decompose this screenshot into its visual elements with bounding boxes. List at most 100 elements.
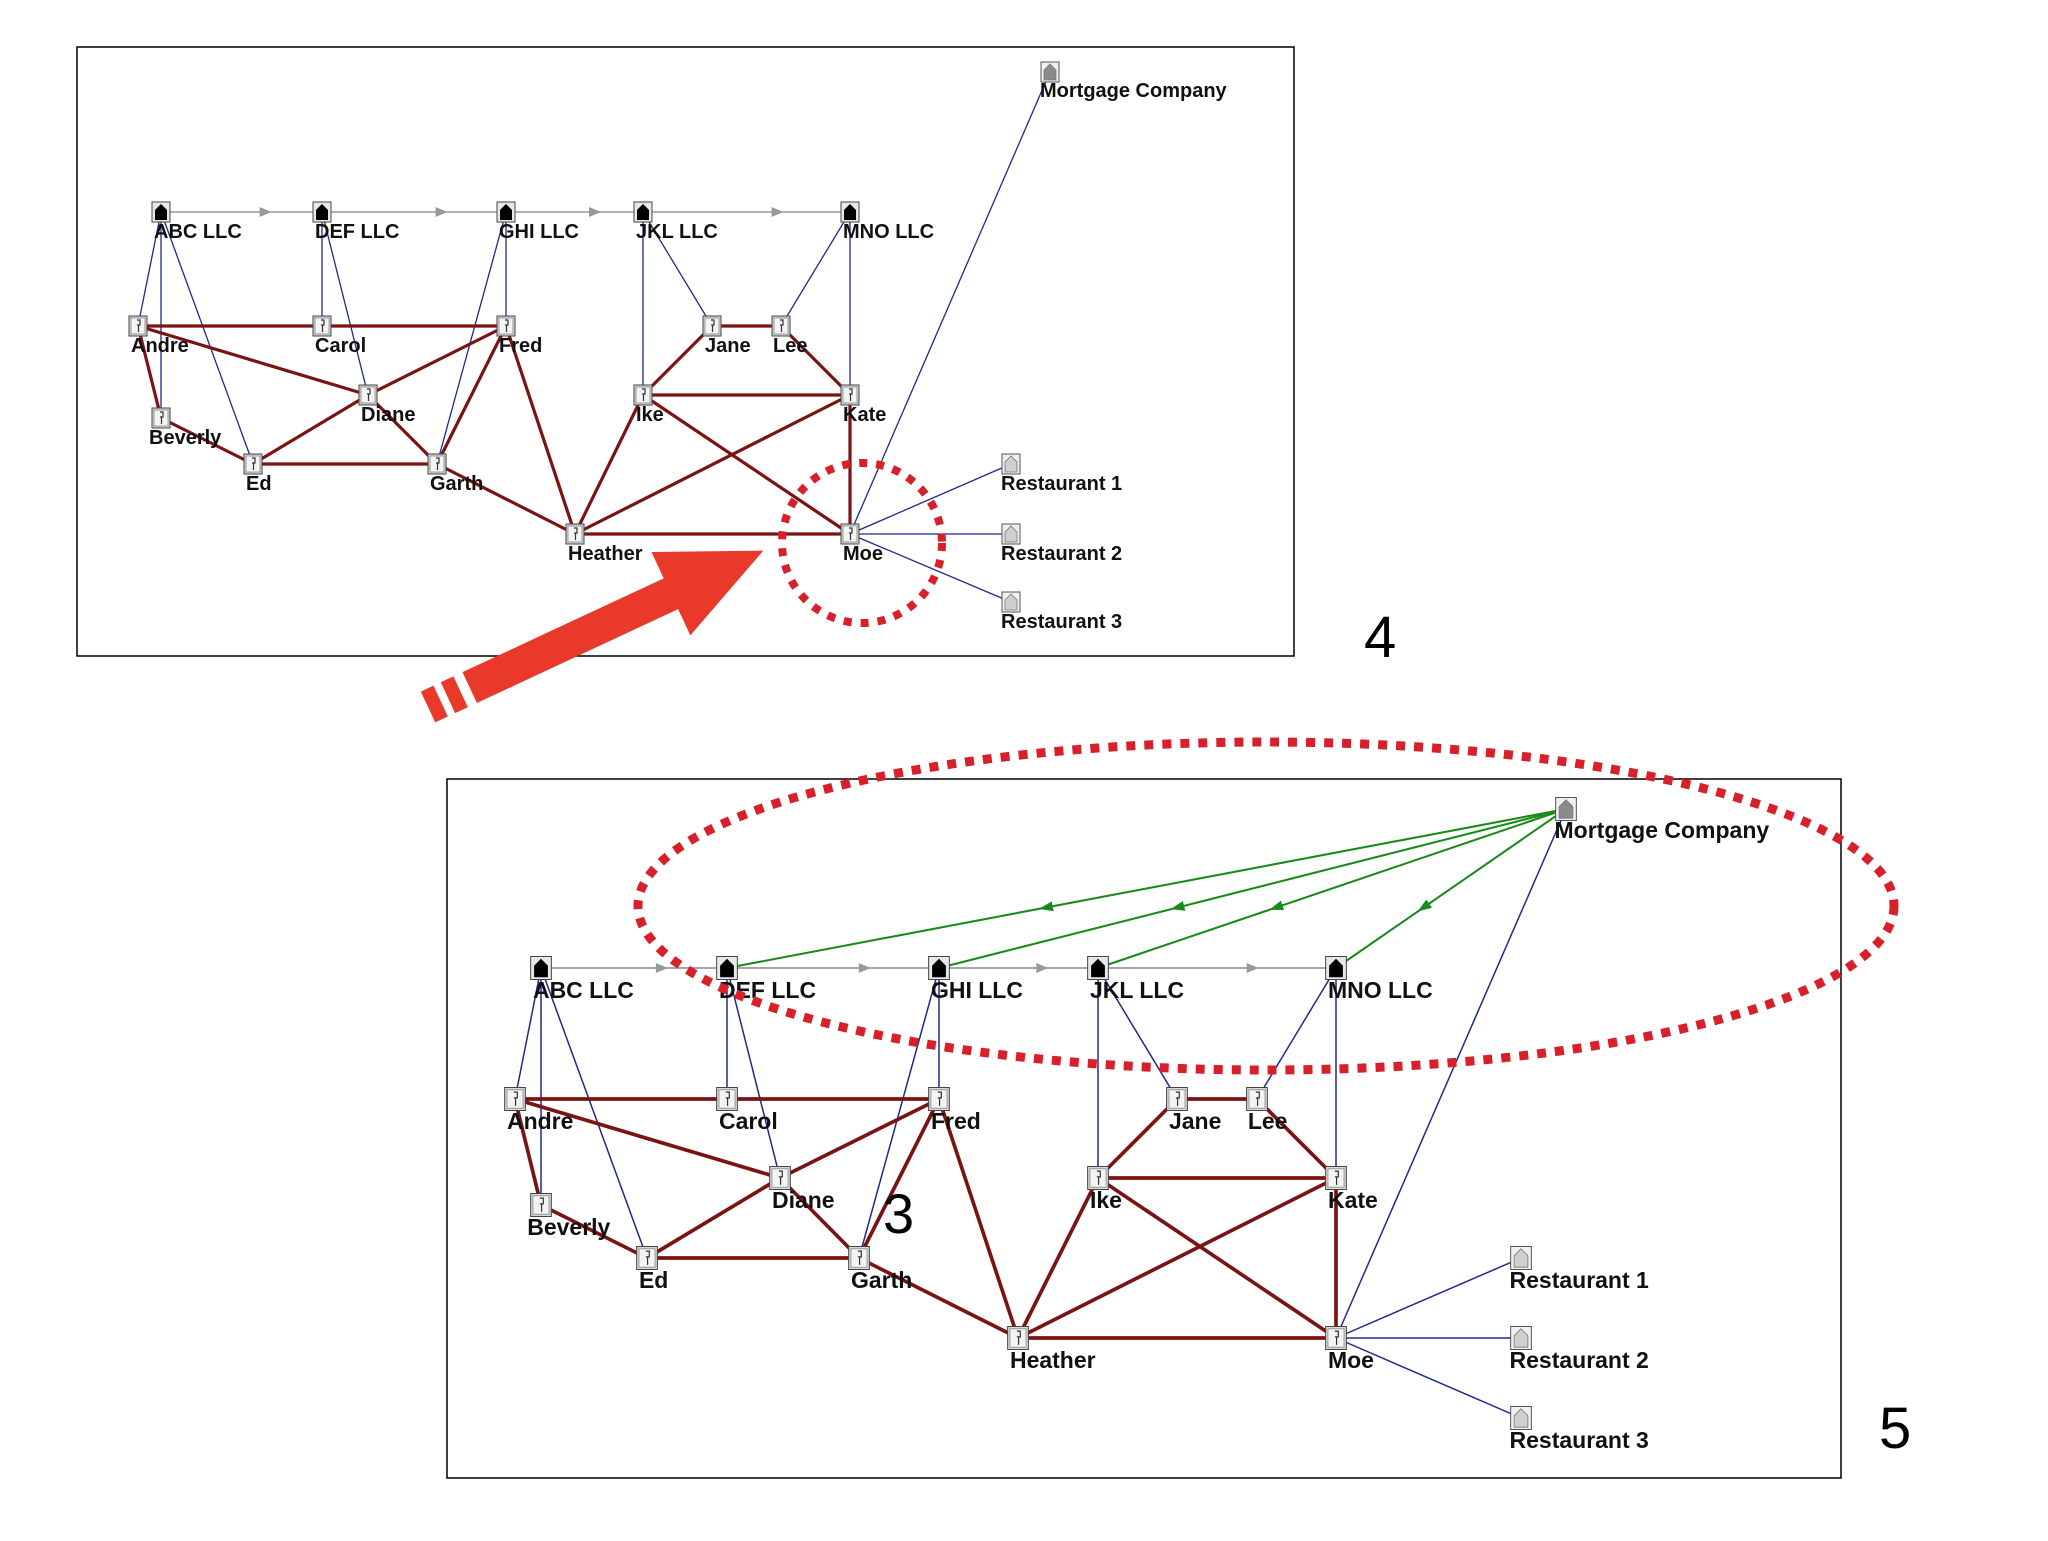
node-mortgage[interactable]: Mortgage Company <box>1040 61 1228 102</box>
node-lee[interactable]: Lee <box>1246 1087 1288 1134</box>
ownership-chain-arrow <box>259 207 272 217</box>
nodes: ABC LLC DEF LLC GHI LLC JKL LLC MNO LLC Andre… <box>128 61 1228 633</box>
node-diane[interactable]: Diane <box>769 1166 835 1213</box>
node-label: Diane <box>772 1187 835 1213</box>
person-icon <box>160 411 164 424</box>
ownership-chain-arrow <box>435 207 448 217</box>
affiliation-edge <box>321 211 369 396</box>
node-label: MNO LLC <box>843 221 934 243</box>
company-building-icon <box>720 958 734 978</box>
node-label: Ike <box>1090 1187 1122 1213</box>
node-r1[interactable]: Restaurant 1 <box>1001 453 1122 495</box>
node-r2[interactable]: Restaurant 2 <box>1001 523 1122 565</box>
node-carol[interactable]: Carol <box>312 315 366 357</box>
person-icon <box>849 527 853 540</box>
node-ghi[interactable]: GHI LLC <box>496 201 579 243</box>
node-jane[interactable]: Jane <box>1166 1087 1222 1134</box>
node-label: Restaurant 3 <box>1001 611 1122 633</box>
ownership-chain-arrow <box>655 963 668 973</box>
mortgage-edge-arrow <box>1269 900 1285 911</box>
node-beverly[interactable]: Beverly <box>149 407 222 449</box>
node-label: Restaurant 1 <box>1001 473 1122 495</box>
person-icon <box>367 388 371 401</box>
node-andre[interactable]: Andre <box>128 315 189 357</box>
node-andre[interactable]: Andre <box>504 1087 574 1134</box>
node-kate[interactable]: Kate <box>1325 1166 1378 1213</box>
affiliation-edge <box>1256 967 1337 1100</box>
node-r3[interactable]: Restaurant 3 <box>1510 1406 1649 1453</box>
person-icon <box>937 1091 942 1106</box>
mortgage-edge-arrow <box>1170 901 1186 911</box>
node-r1[interactable]: Restaurant 1 <box>1510 1246 1650 1293</box>
company-building-icon <box>1329 958 1343 978</box>
person-icon <box>1016 1330 1021 1345</box>
node-moe[interactable]: Moe <box>840 523 883 565</box>
affiliation-edge <box>642 211 713 327</box>
node-label: Ed <box>639 1267 668 1293</box>
node-jkl[interactable]: JKL LLC <box>1087 956 1184 1003</box>
node-label: ABC LLC <box>154 221 242 243</box>
business-icon <box>1004 593 1018 611</box>
node-abc[interactable]: ABC LLC <box>151 201 242 243</box>
node-jkl[interactable]: JKL LLC <box>633 201 718 243</box>
node-heather[interactable]: Heather <box>1007 1326 1096 1373</box>
node-ed[interactable]: Ed <box>636 1246 669 1293</box>
relationship-edge <box>642 393 851 536</box>
node-label: Heather <box>568 543 643 565</box>
network-panel-after: ABC LLC DEF LLC GHI LLC JKL LLC MNO LLC Andre… <box>446 778 1842 1479</box>
business-icon <box>1513 1328 1529 1348</box>
relationship-edge <box>136 325 163 419</box>
node-r3[interactable]: Restaurant 3 <box>1001 591 1122 633</box>
node-lee[interactable]: Lee <box>771 315 807 357</box>
person-icon <box>857 1250 862 1265</box>
node-carol[interactable]: Carol <box>716 1087 778 1134</box>
person-icon <box>1334 1170 1339 1185</box>
node-ed[interactable]: Ed <box>243 453 272 495</box>
node-garth[interactable]: Garth <box>848 1246 913 1293</box>
node-def[interactable]: DEF LLC <box>716 956 816 1003</box>
node-mno[interactable]: MNO LLC <box>840 201 934 243</box>
node-jane[interactable]: Jane <box>702 315 751 357</box>
node-label: Restaurant 2 <box>1001 543 1122 565</box>
node-mno[interactable]: MNO LLC <box>1325 956 1433 1003</box>
affiliation-edge <box>1097 967 1178 1100</box>
node-mortgage[interactable]: Mortgage Company <box>1555 797 1770 843</box>
node-label: JKL LLC <box>1090 977 1184 1003</box>
node-beverly[interactable]: Beverly <box>527 1193 611 1240</box>
relationship-edge <box>504 325 577 535</box>
company-building-icon <box>500 204 512 220</box>
node-fred[interactable]: Fred <box>496 315 542 357</box>
person-icon <box>725 1091 730 1106</box>
node-ghi[interactable]: GHI LLC <box>928 956 1023 1003</box>
node-label: Kate <box>843 404 886 426</box>
mortgage-edge <box>726 807 1567 970</box>
node-ike[interactable]: Ike <box>1087 1166 1122 1213</box>
company-building-icon <box>534 958 548 978</box>
node-label: Carol <box>315 335 366 357</box>
person-icon <box>711 319 715 332</box>
node-fred[interactable]: Fred <box>928 1087 981 1134</box>
affiliation-edge <box>849 463 1012 535</box>
node-garth[interactable]: Garth <box>427 453 483 495</box>
node-kate[interactable]: Kate <box>840 384 886 426</box>
node-ike[interactable]: Ike <box>633 384 664 426</box>
node-label: Andre <box>507 1108 573 1134</box>
ownership-chain-arrow <box>1036 963 1049 973</box>
node-label: Garth <box>851 1267 912 1293</box>
affiliation-edge <box>849 71 1051 535</box>
node-r2[interactable]: Restaurant 2 <box>1510 1326 1649 1373</box>
node-def[interactable]: DEF LLC <box>312 201 399 243</box>
company-building-icon <box>932 958 946 978</box>
node-label: DEF LLC <box>315 221 399 243</box>
node-label: MNO LLC <box>1328 977 1433 1003</box>
node-label: Carol <box>719 1108 778 1134</box>
node-label: Fred <box>931 1108 981 1134</box>
node-moe[interactable]: Moe <box>1325 1326 1374 1373</box>
edges <box>513 807 1567 1419</box>
node-diane[interactable]: Diane <box>358 384 415 426</box>
node-label: GHI LLC <box>931 977 1023 1003</box>
relationship-edge <box>778 1176 861 1260</box>
node-heather[interactable]: Heather <box>565 523 643 565</box>
node-abc[interactable]: ABC LLC <box>530 956 634 1003</box>
affiliation-edge <box>858 967 940 1259</box>
